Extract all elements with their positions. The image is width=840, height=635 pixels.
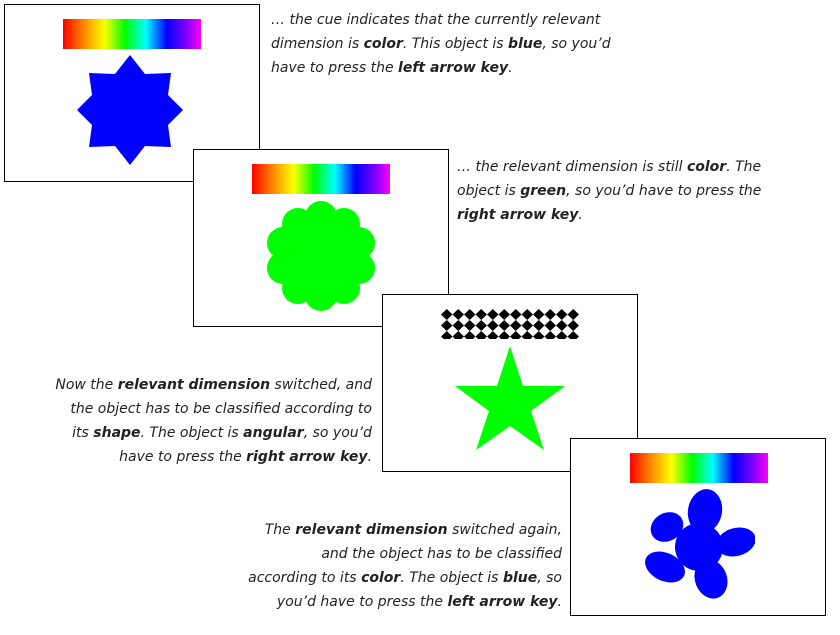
slide-4-frame bbox=[570, 438, 826, 616]
caption-line: have to press the right arrow key. bbox=[119, 449, 372, 465]
caption-line: its shape. The object is angular, so you… bbox=[72, 425, 372, 441]
caption-line: Now the relevant dimension switched, and bbox=[55, 377, 372, 393]
caption-line: the object has to be classified accordin… bbox=[70, 401, 372, 417]
slide-1-caption: … the cue indicates that the currently r… bbox=[271, 8, 691, 80]
caption-line: you’d have to press the left arrow key. bbox=[276, 594, 562, 610]
shape-cue-bar bbox=[441, 309, 579, 339]
blue-eight-point-star bbox=[77, 55, 183, 165]
slide-1-frame bbox=[4, 4, 260, 182]
green-scalloped-flower bbox=[267, 201, 375, 311]
slide-4-caption: The relevant dimension switched again, a… bbox=[200, 518, 562, 614]
caption-line: have to press the left arrow key. bbox=[271, 60, 513, 76]
caption-line: … the cue indicates that the currently r… bbox=[271, 12, 601, 28]
caption-line: right arrow key. bbox=[457, 207, 583, 223]
green-five-point-star bbox=[455, 346, 565, 450]
caption-line: … the relevant dimension is still color.… bbox=[457, 159, 762, 175]
color-cue-bar bbox=[63, 19, 201, 49]
caption-line: according to its color. The object is bl… bbox=[248, 570, 562, 586]
caption-line: The relevant dimension switched again, bbox=[264, 522, 562, 538]
slide-2-frame bbox=[193, 149, 449, 327]
caption-line: dimension is color. This object is blue,… bbox=[271, 36, 611, 52]
slide-2-caption: … the relevant dimension is still color.… bbox=[457, 155, 817, 227]
blue-rounded-blob bbox=[645, 489, 755, 599]
color-cue-bar bbox=[252, 164, 390, 194]
slide-3-caption: Now the relevant dimension switched, and… bbox=[10, 373, 372, 469]
color-cue-bar bbox=[630, 453, 768, 483]
caption-line: and the object has to be classified bbox=[321, 546, 562, 562]
caption-line: object is green, so you’d have to press … bbox=[457, 183, 762, 199]
